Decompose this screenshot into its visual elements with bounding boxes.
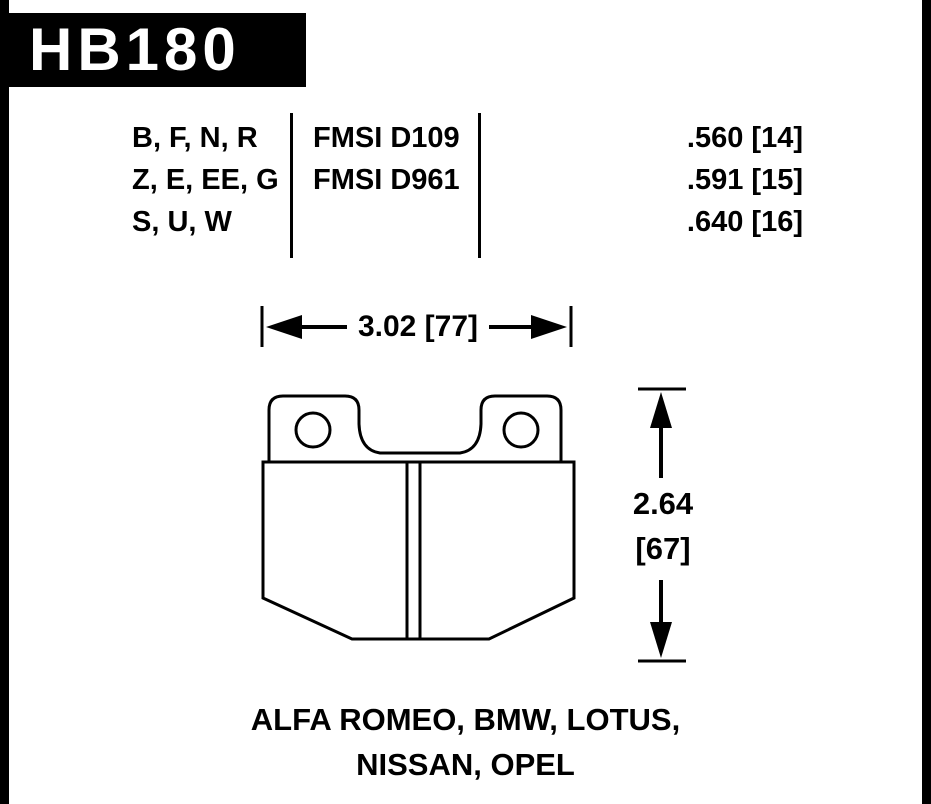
height-dimension [638, 387, 686, 663]
thickness-row: .640 [16] [686, 206, 803, 238]
pad-outline [261, 394, 576, 641]
column-divider [290, 113, 293, 258]
applications-line-1: ALFA ROMEO, BMW, LOTUS, [250, 702, 681, 737]
thickness-row: .591 [15] [686, 164, 803, 196]
brake-pad-drawing [261, 394, 576, 641]
width-dimension-label: 3.02 [77] [357, 310, 479, 343]
right-border-bar [922, 0, 931, 804]
mounting-hole-right [502, 411, 540, 449]
part-number: HB180 [29, 16, 241, 83]
fmsi-column: FMSI D109 FMSI D961 [313, 117, 477, 201]
mounting-hole-left [294, 411, 332, 449]
applications-list: ALFA ROMEO, BMW, LOTUS, NISSAN, OPEL [115, 697, 816, 787]
height-dimension-metric: [67] [635, 531, 691, 566]
height-dimension-value: 2.64 [632, 486, 694, 521]
compound-row: Z, E, EE, G [132, 164, 279, 196]
thickness-row: .560 [14] [686, 122, 803, 154]
height-dimension-label: 2.64 [67] [615, 481, 711, 571]
fmsi-row: FMSI D109 [313, 122, 460, 154]
compound-row: B, F, N, R [132, 122, 258, 154]
width-arrow-right-icon [531, 315, 567, 339]
width-dimension [260, 306, 573, 347]
part-number-badge: HB180 [9, 13, 306, 87]
compound-codes-column: B, F, N, R Z, E, EE, G S, U, W [132, 117, 288, 243]
fmsi-row: FMSI D961 [313, 164, 460, 196]
left-border-bar [0, 0, 9, 804]
height-arrow-up-icon [650, 392, 672, 428]
width-arrow-left-icon [266, 315, 302, 339]
height-arrow-down-icon [650, 622, 672, 658]
pad-thickness-column: .560 [14] .591 [15] .640 [16] [640, 117, 803, 243]
applications-line-2: NISSAN, OPEL [356, 747, 575, 782]
column-divider [478, 113, 481, 258]
compound-row: S, U, W [132, 206, 232, 238]
